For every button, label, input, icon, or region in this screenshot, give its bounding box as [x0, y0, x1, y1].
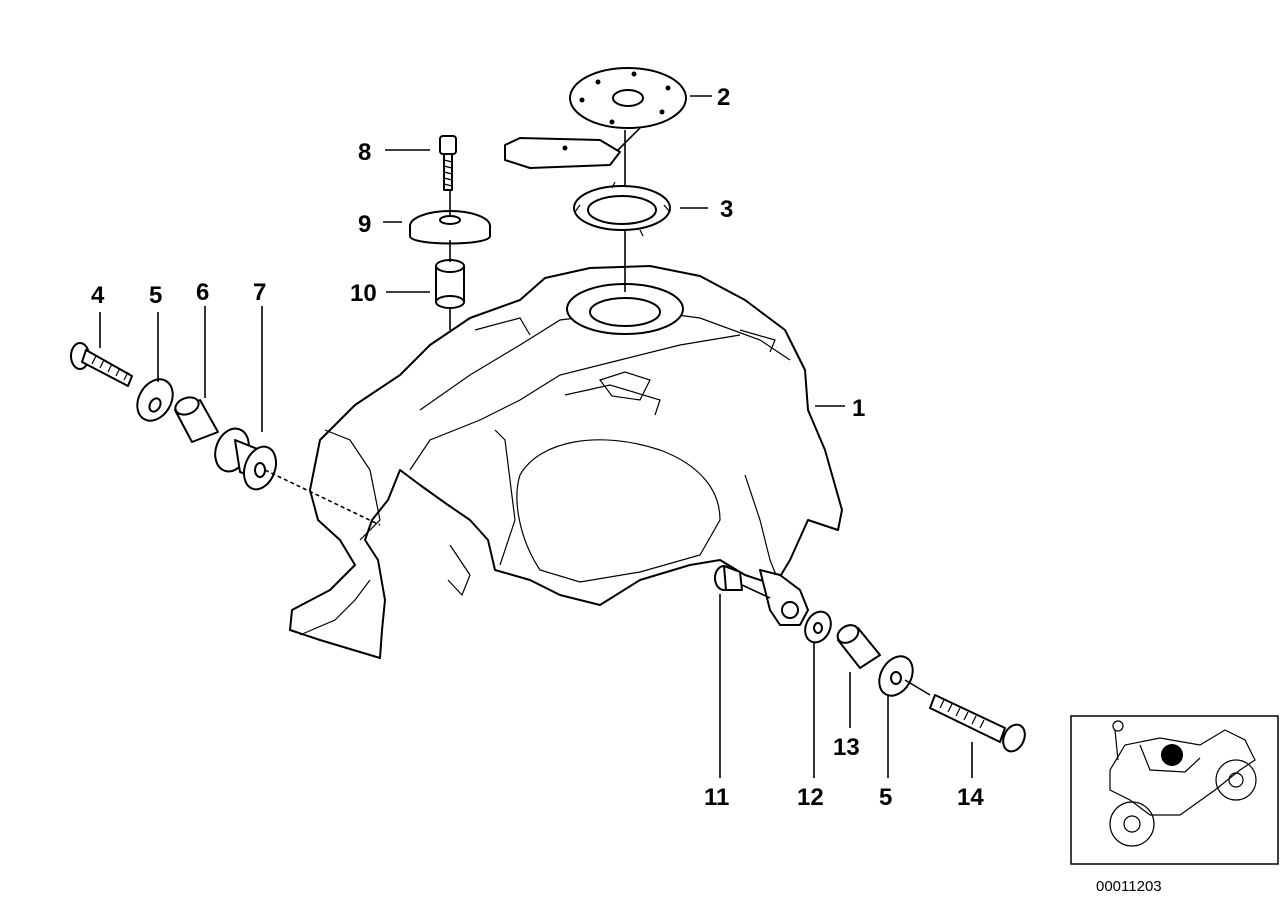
drawing-number: 00011203	[1096, 878, 1162, 895]
callout-7: 7	[253, 279, 266, 306]
washer-5-left	[136, 378, 174, 422]
fuel-tank	[289, 265, 843, 659]
callout-13: 13	[833, 734, 860, 761]
bolt-14	[929, 694, 1026, 753]
callout-2: 2	[717, 84, 730, 111]
grommet-11	[714, 565, 743, 591]
washer-9	[409, 210, 491, 245]
callout-11: 11	[704, 784, 729, 811]
location-marker	[1161, 744, 1183, 766]
callout-8: 8	[358, 139, 371, 166]
callout-14: 14	[957, 784, 984, 811]
bolt-4	[70, 342, 133, 387]
screw-8	[439, 135, 457, 191]
callout-4: 4	[91, 282, 105, 309]
locator-thumbnail	[1070, 715, 1279, 865]
callout-10: 10	[350, 280, 377, 307]
callout-9: 9	[358, 211, 371, 238]
retaining-ring	[573, 181, 671, 237]
cover-plate	[504, 67, 687, 169]
callout-5-right: 5	[879, 784, 892, 811]
spacer-13	[836, 624, 881, 669]
callout-12: 12	[797, 784, 824, 811]
callout-1: 1	[852, 395, 865, 422]
callout-6: 6	[196, 279, 209, 306]
callout-3: 3	[720, 196, 733, 223]
washer-5-right	[878, 655, 914, 697]
callout-5-left: 5	[149, 282, 162, 309]
spacer-10	[435, 259, 465, 309]
washer-12	[804, 610, 832, 644]
motorcycle-icon	[1109, 720, 1257, 847]
grommet-7	[214, 427, 277, 491]
spacer-6	[174, 396, 219, 443]
